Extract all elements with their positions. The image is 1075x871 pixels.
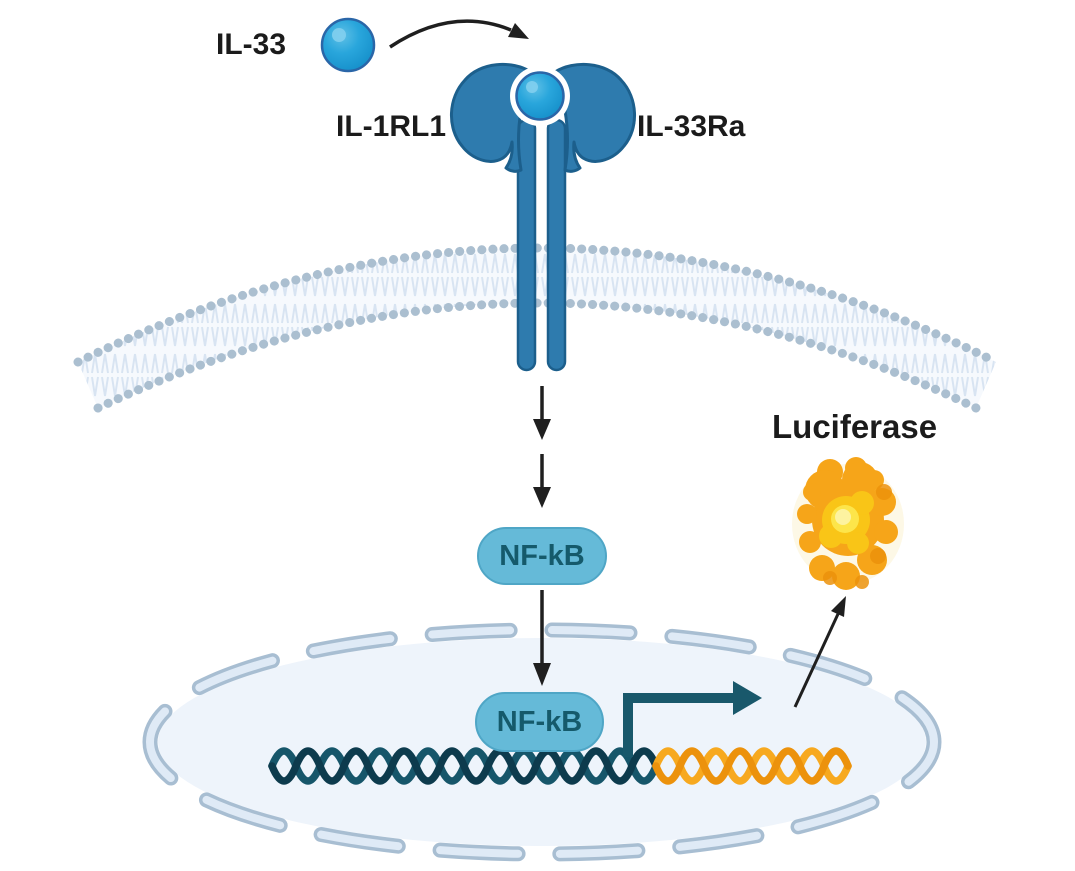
dna-strand-b [268,747,660,785]
cell-membrane [73,243,1001,413]
bound-ligand-ball [515,71,565,121]
luciferase-core [835,509,851,525]
il33-receptor [449,62,637,372]
translocation-arrow-head [533,663,551,686]
signal-arrow-1-head [533,419,551,440]
binding-arrow-shaft [389,19,512,49]
nfkb-nucleus-label: NF-kB [496,705,583,738]
signal-arrow-2 [533,454,551,508]
luciferase-blob [792,457,904,590]
transcription-arrow-head [733,681,762,715]
il33-ligand-highlight [332,28,346,42]
bound-ligand-highlight [526,81,538,93]
il33-label: IL-33 [216,28,287,61]
signal-arrow-1 [533,386,551,440]
luciferase-dark-patches [823,484,892,589]
il33ra-label: IL-33Ra [637,110,746,143]
dna-reporter [652,747,852,785]
nfkb-pill-nucleus: NF-kB [475,692,604,752]
membrane-inner-heads [93,298,981,413]
expression-arrow-shaft [793,613,840,708]
receptor-lobe-right [553,62,637,173]
membrane-tails [78,248,996,408]
expression-arrow [793,596,846,708]
expression-arrow-head [831,596,846,617]
reporter-strand-b [652,747,852,785]
il1rl1-label: IL-1RL1 [336,110,447,143]
luciferase-label: Luciferase [772,408,938,445]
receptor-stalk-right [546,118,567,372]
binding-arrow-head [508,23,529,39]
binding-arrow [389,19,529,49]
transcription-start-arrow [623,681,762,757]
nfkb-cytoplasm-label: NF-kB [499,539,585,572]
nuclear-envelope-fill [146,626,938,858]
translocation-arrow [533,590,551,686]
transcription-arrow-shaft [623,693,735,757]
signal-arrow-2-head [533,487,551,508]
nfkb-pill-cytoplasm: NF-kB [477,527,607,585]
il33-ligand-ball [320,17,376,73]
membrane-outer-heads [73,243,1001,367]
dna-genomic [268,747,660,785]
il33-ligand [320,17,376,73]
